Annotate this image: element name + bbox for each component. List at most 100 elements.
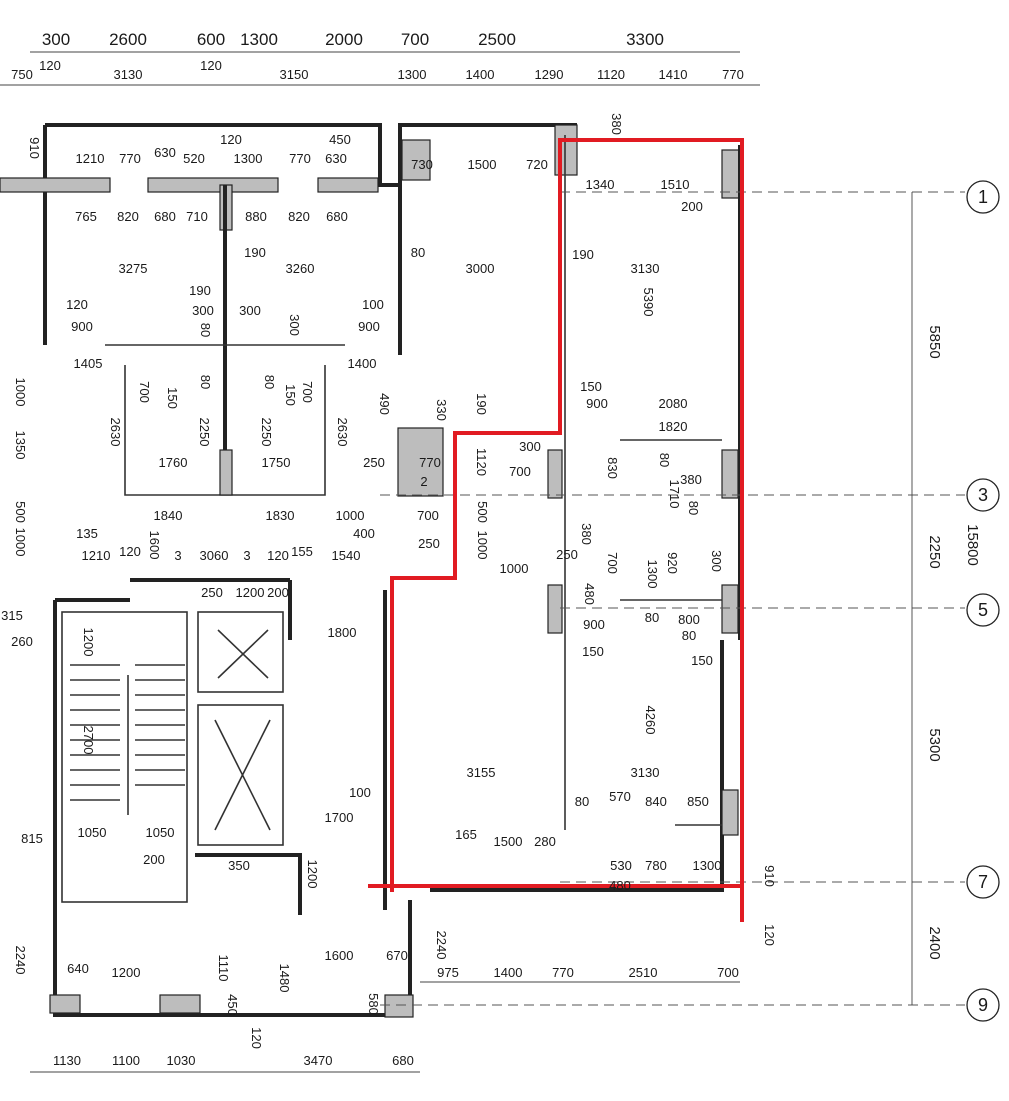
dimension-label: 700: [509, 464, 531, 479]
axis-marker-3: 3: [966, 478, 1000, 512]
dimension-label: 150: [165, 387, 180, 409]
dimension-label: 150: [580, 379, 602, 394]
dimension-label: 900: [71, 319, 93, 334]
dimension-label: 1050: [146, 825, 175, 840]
dimension-label: 380: [579, 523, 594, 545]
dimension-label: 315: [1, 608, 23, 623]
dimension-label: 2250: [926, 535, 943, 568]
dimension-label: 120: [119, 544, 141, 559]
dimension-label: 1800: [328, 625, 357, 640]
dimension-label: 120: [39, 58, 61, 73]
dimension-label: 700: [417, 508, 439, 523]
dimension-label: 680: [154, 209, 176, 224]
dimension-label: 2510: [629, 965, 658, 980]
dimension-label: 1030: [167, 1053, 196, 1068]
axis-label: 9: [978, 995, 988, 1015]
dimension-label: 380: [680, 472, 702, 487]
dimension-label: 1300: [645, 560, 660, 589]
dimension-label: 1600: [325, 948, 354, 963]
top-dimensions-row-1: 300 2600 600 1300 2000 700 2500 3300: [42, 30, 664, 49]
dimension-label: 1830: [266, 508, 295, 523]
dimension-label: 2: [420, 474, 427, 489]
dimension-label: 1480: [277, 964, 292, 993]
dimension-label: 1400: [348, 356, 377, 371]
dimension-label: 100: [362, 297, 384, 312]
dimension-label: 900: [586, 396, 608, 411]
dimension-label: 190: [474, 393, 489, 415]
dimension-label: 350: [228, 858, 250, 873]
dimension-label: 400: [353, 526, 375, 541]
dimension-label: 580: [366, 993, 381, 1015]
dimension-label: 250: [556, 547, 578, 562]
dimension-label: 1600: [147, 531, 162, 560]
dimension-label: 200: [681, 199, 703, 214]
dimension-label: 3470: [304, 1053, 333, 1068]
dimension-label: 300: [239, 303, 261, 318]
dimension-label: 80: [657, 453, 672, 467]
dimension-label: 120: [249, 1027, 264, 1049]
dimension-label: 80: [262, 375, 277, 389]
dimension-label: 190: [572, 247, 594, 262]
dimension-label: 300: [709, 550, 724, 572]
dimension-label: 920: [665, 552, 680, 574]
dimension-label: 150: [582, 644, 604, 659]
axis-marker-9: 9: [966, 988, 1000, 1022]
dimension-label: 520: [183, 151, 205, 166]
dimension-label: 200: [267, 585, 289, 600]
dimension-label: 770: [552, 965, 574, 980]
dimension-label: 670: [386, 948, 408, 963]
dimension-label: 2500: [478, 30, 516, 49]
dimension-label: 80: [682, 628, 696, 643]
dimension-label: 2250: [197, 418, 212, 447]
dimension-label: 3130: [631, 261, 660, 276]
dimension-label: 490: [377, 393, 392, 415]
walls: [0, 123, 742, 1018]
dimension-label: 1000: [336, 508, 365, 523]
dimension-label: 1750: [262, 455, 291, 470]
dimension-label: 750: [11, 67, 33, 82]
dimension-label: 330: [434, 399, 449, 421]
dimension-label: 1290: [535, 67, 564, 82]
dimension-label: 1210: [82, 548, 111, 563]
dimension-label: 1710: [667, 480, 682, 509]
dimension-label: 1300: [398, 67, 427, 82]
dimension-label: 135: [76, 526, 98, 541]
dimension-label: 250: [363, 455, 385, 470]
dimension-label: 1200: [236, 585, 265, 600]
dimension-label: 3060: [200, 548, 229, 563]
dimension-label: 480: [582, 583, 597, 605]
dimension-label: 2400: [926, 926, 943, 959]
dimension-label: 770: [119, 151, 141, 166]
dimension-label: 530: [610, 858, 632, 873]
dimension-label: 120: [267, 548, 289, 563]
dimension-label: 1700: [325, 810, 354, 825]
dimension-label: 900: [358, 319, 380, 334]
dimension-label: 155: [291, 544, 313, 559]
dimension-label: 680: [392, 1053, 414, 1068]
bottom-dimensions: 1130 1100 1030 3470 680 975 1400 770 251…: [53, 965, 739, 1068]
dimension-label: 1000: [13, 528, 28, 557]
dimension-label: 1400: [494, 965, 523, 980]
dimension-label: 1400: [466, 67, 495, 82]
dimension-label: 2000: [325, 30, 363, 49]
axis-label: 3: [978, 485, 988, 505]
dimension-label: 120: [762, 924, 777, 946]
dimension-label: 770: [419, 455, 441, 470]
dimension-label: 120: [200, 58, 222, 73]
dimension-label: 3150: [280, 67, 309, 82]
dimension-label: 150: [283, 384, 298, 406]
dimension-label: 1000: [13, 378, 28, 407]
dimension-label: 900: [583, 617, 605, 632]
axis-label: 1: [978, 187, 988, 207]
dimension-label: 250: [201, 585, 223, 600]
dimension-label: 830: [605, 457, 620, 479]
dimension-label: 2700: [81, 726, 96, 755]
dimension-label: 1350: [13, 431, 28, 460]
dimension-label: 1510: [661, 177, 690, 192]
axis-marker-5: 5: [966, 593, 1000, 627]
dimension-label: 3260: [286, 261, 315, 276]
dimension-label: 3: [174, 548, 181, 563]
dimension-label: 80: [686, 501, 701, 515]
dimension-label: 710: [186, 209, 208, 224]
